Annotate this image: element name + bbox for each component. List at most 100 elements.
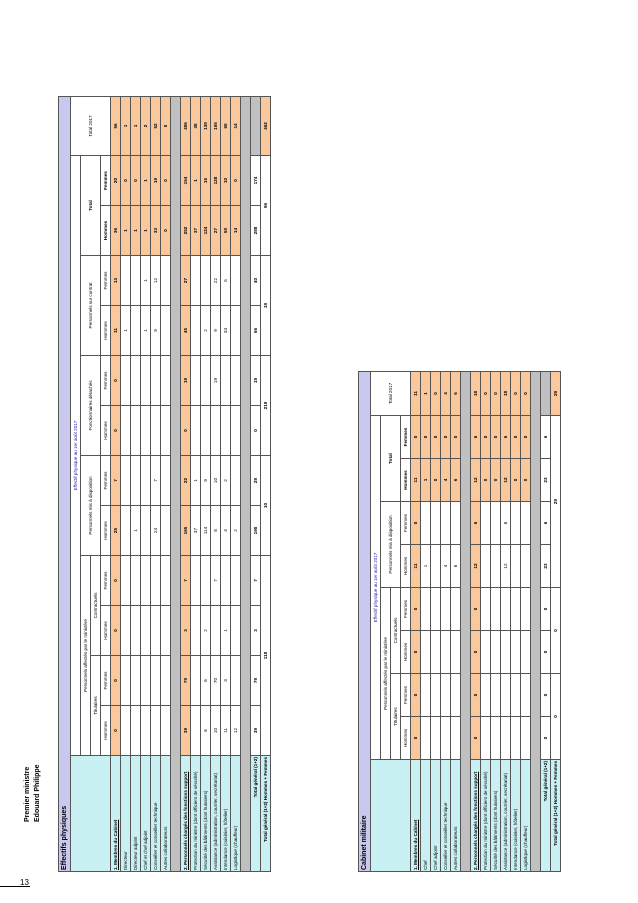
value-cell: 0 [160, 155, 171, 206]
value-cell [150, 605, 161, 656]
value-cell [190, 655, 201, 706]
value-cell [430, 673, 441, 717]
value-cell [480, 544, 491, 588]
value-cell [510, 544, 521, 588]
value-cell: 1 [140, 205, 151, 256]
value-cell: 4 [440, 458, 451, 502]
value-cell: 114 [200, 505, 211, 556]
personnels-affectes-header: Personnels affectés par le ministère [380, 587, 391, 760]
value-cell [220, 555, 231, 606]
value-cell: 0 [490, 458, 501, 502]
mad-header: Personnels mis à disposition [380, 501, 401, 588]
value-cell: 7 [150, 455, 161, 506]
value-cell: 174 [250, 155, 261, 206]
value-cell: 2 [200, 605, 211, 656]
value-cell [440, 501, 451, 545]
femmes-header: Femmes [100, 255, 111, 306]
value-cell: 29 [550, 371, 561, 416]
value-cell: 0 [520, 458, 531, 502]
value-cell: 0 [110, 605, 121, 656]
row-label: 2. Personnels chargés des fonctions supp… [180, 755, 191, 872]
value-cell: 7 [110, 455, 121, 506]
value-cell: 7 [250, 555, 261, 606]
value-cell: 0 [410, 415, 421, 459]
titulaires-header: Titulaires [90, 655, 101, 756]
value-cell [160, 255, 171, 306]
table-row: Protection du ministre (dont officiers d… [480, 371, 491, 872]
page-divider [0, 886, 30, 887]
value-cell [160, 705, 171, 756]
value-cell: 52 [150, 96, 161, 156]
value-cell [160, 555, 171, 606]
row-label: Assistance (administration, courrier, se… [210, 755, 221, 872]
value-cell [450, 630, 461, 674]
value-cell [480, 716, 491, 760]
row-label: Protection du ministre (dont officiers d… [480, 759, 491, 872]
value-cell: 1 [420, 458, 431, 502]
value-cell: 1 [190, 455, 201, 506]
effectif-header: Effectif physique au 1er août 2017 [70, 155, 81, 756]
femmes-header: Femmes [400, 587, 411, 631]
value-cell: 18 [470, 371, 481, 416]
value-cell: 9 [200, 455, 211, 506]
value-cell: 0 [520, 371, 531, 416]
value-cell [140, 455, 151, 506]
value-cell: 1 [140, 305, 151, 356]
value-cell: 1 [130, 96, 141, 156]
value-cell: 3 [220, 655, 231, 706]
value-cell: 4 [220, 505, 231, 556]
total-2017-header: Total 2017 [70, 96, 111, 156]
value-cell [490, 673, 501, 717]
value-cell [130, 605, 141, 656]
value-cell [130, 305, 141, 356]
value-cell [540, 371, 551, 416]
value-cell: 1 [420, 544, 431, 588]
value-cell [440, 673, 451, 717]
value-cell: 79 [180, 655, 191, 706]
value-cell [450, 716, 461, 760]
value-cell: 2 [230, 505, 241, 556]
value-cell: 9 [150, 305, 161, 356]
femmes-header: Femmes [100, 655, 111, 706]
value-cell [120, 655, 131, 706]
value-cell: 0 [470, 673, 481, 717]
value-cell: 12 [500, 544, 511, 588]
value-cell: 18 [500, 371, 511, 416]
value-cell: 0 [120, 155, 131, 206]
row-label: Autres collaborateurs [160, 755, 171, 872]
value-cell: 0 [110, 355, 121, 406]
value-cell [190, 355, 201, 406]
header-blank [370, 759, 411, 872]
value-cell [120, 705, 131, 756]
value-cell: 79 [250, 655, 261, 706]
value-cell: 29 [550, 415, 561, 588]
hommes-header: Hommes [400, 544, 411, 588]
value-cell: 10 [260, 455, 271, 556]
value-cell: 4 [440, 544, 451, 588]
value-cell: 0 [110, 405, 121, 456]
value-cell [510, 587, 521, 631]
value-cell: 11 [410, 458, 421, 502]
value-cell: 0 [110, 705, 121, 756]
value-cell [500, 673, 511, 717]
value-cell: 0 [540, 630, 551, 674]
value-cell: 45 [180, 305, 191, 356]
value-cell [130, 705, 141, 756]
hommes-header: Hommes [100, 705, 111, 756]
value-cell: 40 [250, 255, 261, 306]
value-cell [130, 655, 141, 706]
value-cell: 1 [420, 371, 431, 416]
value-cell: 7 [180, 555, 191, 606]
value-cell [220, 355, 231, 406]
row-label: Chef [420, 759, 431, 872]
value-cell: 56 [110, 96, 121, 156]
value-cell: 139 [200, 96, 211, 156]
table-row: Assistance (administration, courrier, se… [210, 96, 221, 872]
value-cell [230, 605, 241, 656]
value-cell: 0 [180, 405, 191, 456]
